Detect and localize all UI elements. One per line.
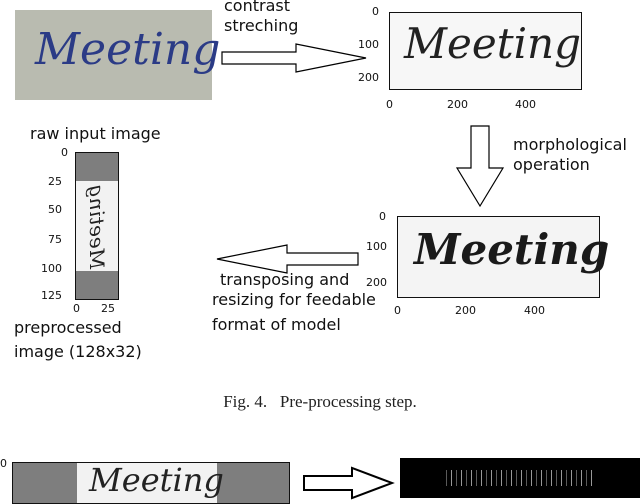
label-preprocessed: preprocessed image (128x32) xyxy=(14,318,142,361)
plot2-ytick-0: 0 xyxy=(379,210,386,223)
label-transposing: transposing and resizing for feedable fo… xyxy=(212,270,376,334)
figure-caption: Fig. 4. Pre-processing step. xyxy=(223,392,417,411)
plot-contrast-frame: Meeting xyxy=(389,12,582,90)
plot-morphological-word: Meeting xyxy=(414,225,610,274)
transposed-word: Meeting xyxy=(85,184,109,270)
plot-preprocessed: Meeting xyxy=(75,152,119,300)
arrow-contrast xyxy=(221,43,367,73)
bottom-word: Meeting xyxy=(89,461,224,499)
plot3-ytick-0: 0 xyxy=(61,146,68,159)
plot1-ytick-200: 200 xyxy=(358,71,379,84)
plot1-ytick-0: 0 xyxy=(372,5,379,18)
raw-handwriting: Meeting xyxy=(35,24,221,75)
bottom-padded-image: Meeting xyxy=(12,461,290,504)
plot2-ytick-200: 200 xyxy=(366,276,387,289)
plot-morphological: Meeting xyxy=(397,216,609,298)
plot3-ytick-75: 75 xyxy=(48,233,62,246)
plot2-xtick-400: 400 xyxy=(524,304,545,317)
label-raw-input: raw input image xyxy=(30,124,161,143)
plot-morphological-frame: Meeting xyxy=(397,216,609,298)
bottom-word-strip: Meeting xyxy=(77,461,224,503)
label-morphological: morphological operation xyxy=(513,135,627,174)
pad-top xyxy=(76,153,118,181)
raw-input-image: Meeting xyxy=(15,10,220,100)
plot-contrast-word: Meeting xyxy=(404,19,581,68)
plot3-ytick-50: 50 xyxy=(48,203,62,216)
plot-contrast: Meeting xyxy=(389,12,582,90)
plot1-xtick-0: 0 xyxy=(386,98,393,111)
plot1-ytick-100: 100 xyxy=(358,38,379,51)
arrow-bottom xyxy=(303,466,395,500)
plot3-ytick-25: 25 xyxy=(48,175,62,188)
plot3-ytick-125: 125 xyxy=(41,289,62,302)
transposed-word-strip: Meeting xyxy=(76,181,118,271)
pad-bottom xyxy=(76,271,118,299)
feature-noise xyxy=(442,470,592,486)
plot3-xtick-0: 0 xyxy=(73,302,80,315)
bottom-ytick-0: 0 xyxy=(0,457,7,470)
plot3-xtick-25: 25 xyxy=(101,302,115,315)
label-contrast: contrast streching xyxy=(224,0,299,35)
bottom-feature-map xyxy=(400,458,640,498)
plot1-xtick-200: 200 xyxy=(447,98,468,111)
plot2-xtick-0: 0 xyxy=(394,304,401,317)
arrow-transposing xyxy=(216,244,359,274)
arrow-morphological xyxy=(455,125,505,208)
plot2-ytick-100: 100 xyxy=(366,240,387,253)
plot1-xtick-400: 400 xyxy=(515,98,536,111)
plot3-ytick-100: 100 xyxy=(41,262,62,275)
plot2-xtick-200: 200 xyxy=(455,304,476,317)
